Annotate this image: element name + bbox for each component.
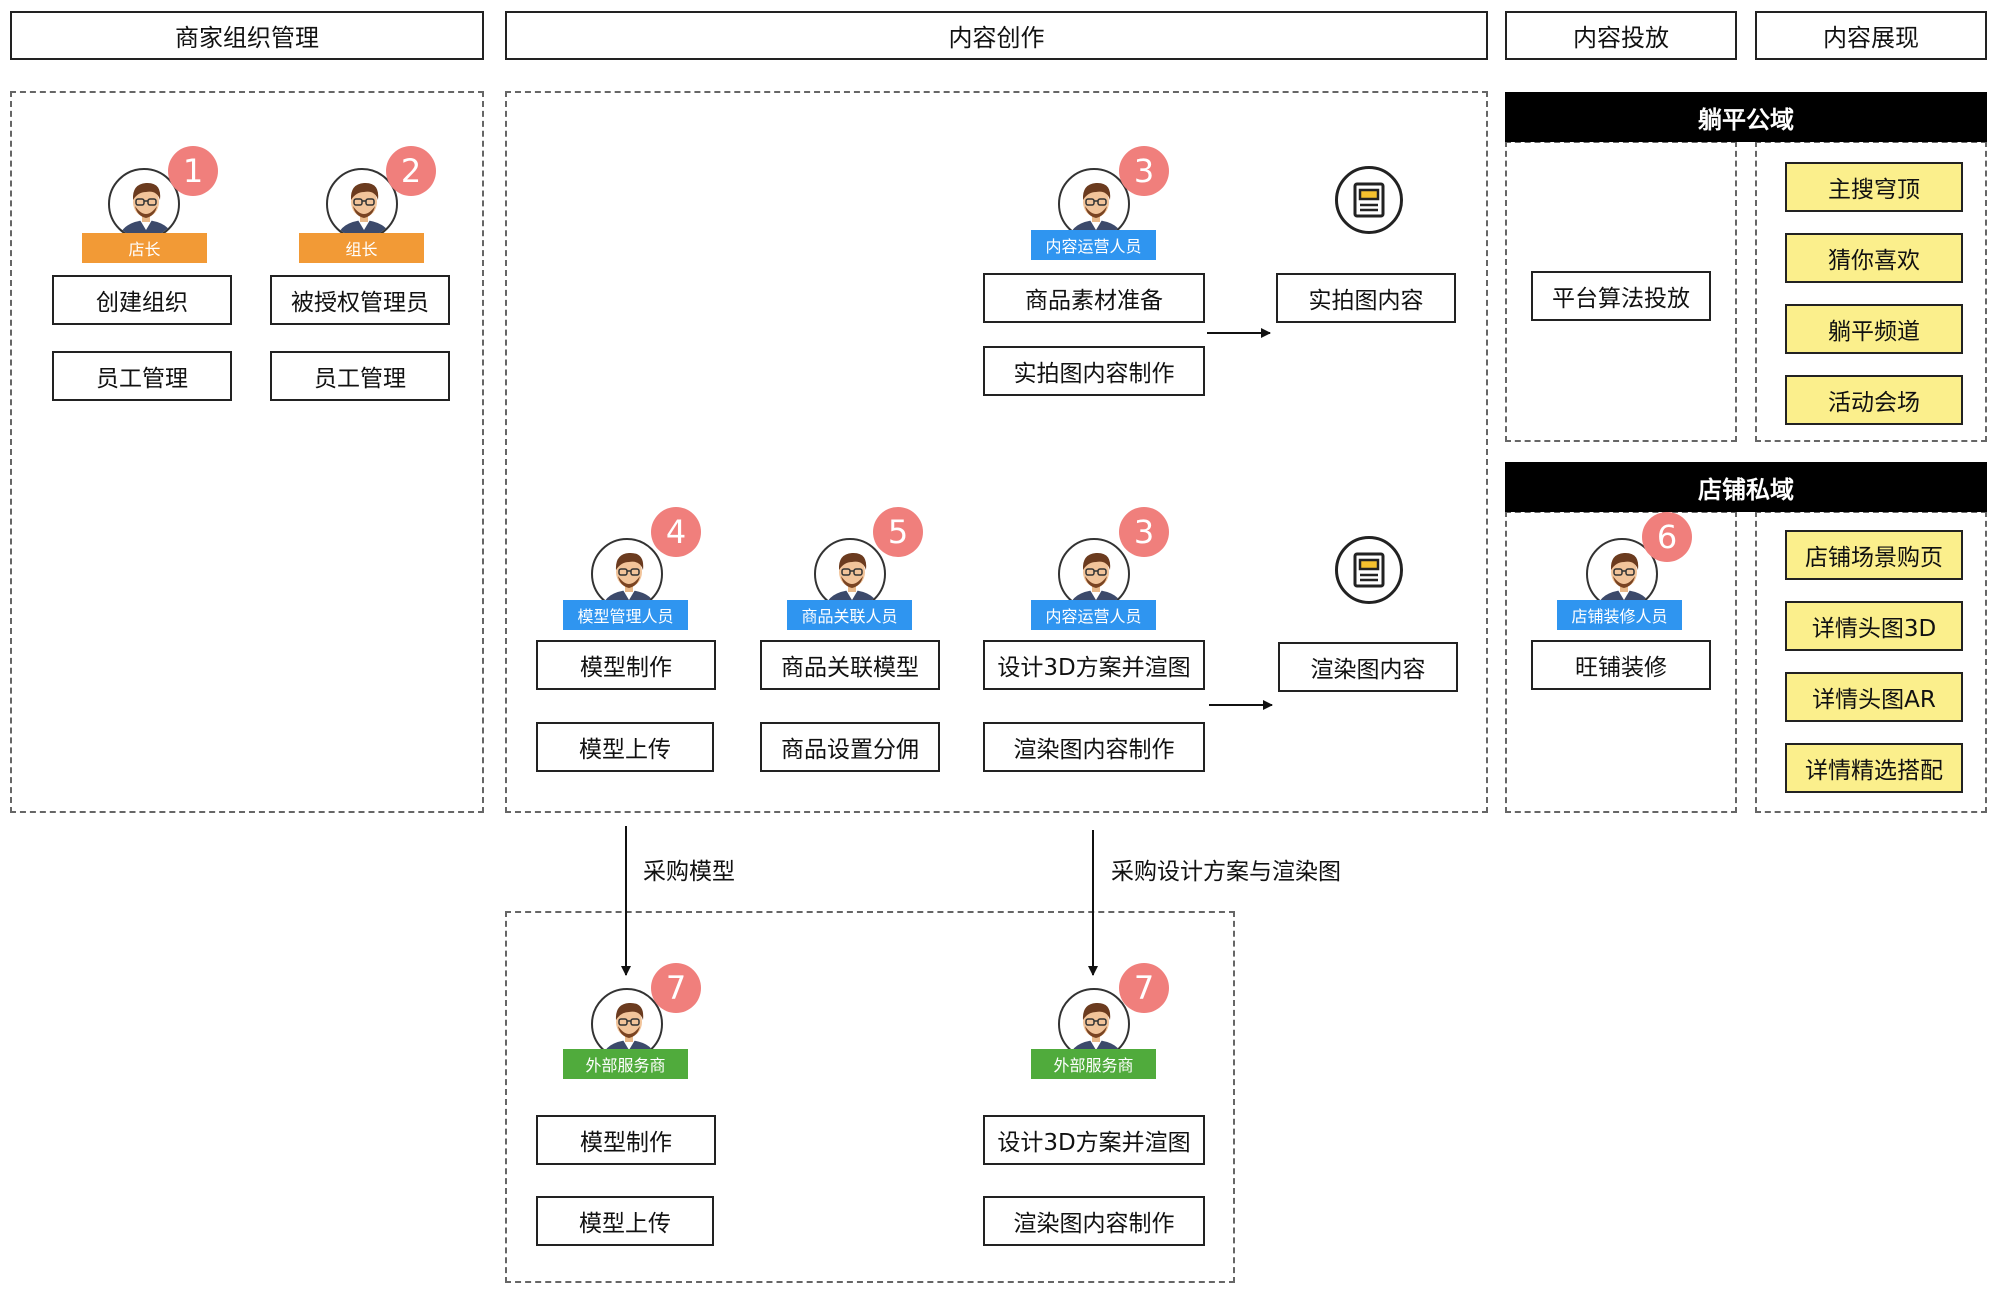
role-tag-content-ops: 内容运营人员 bbox=[1031, 230, 1156, 260]
step-badge: 7 bbox=[651, 963, 701, 1013]
avatar bbox=[591, 988, 663, 1060]
private-display-panel bbox=[1755, 511, 1987, 813]
render-content-production-box: 渲染图内容制作 bbox=[983, 1196, 1205, 1246]
role-tag-external-provider: 外部服务商 bbox=[1031, 1049, 1156, 1079]
display-item-detail-matching: 详情精选搭配 bbox=[1785, 743, 1963, 793]
model-upload-box: 模型上传 bbox=[536, 1196, 714, 1246]
display-item-guess-you-like: 猜你喜欢 bbox=[1785, 233, 1963, 283]
display-item-event-venue: 活动会场 bbox=[1785, 375, 1963, 425]
display-item-main-search: 主搜穹顶 bbox=[1785, 162, 1963, 212]
staff-management-box: 员工管理 bbox=[52, 351, 232, 401]
role-tag-product-linker: 商品关联人员 bbox=[787, 600, 912, 630]
public-domain-title: 躺平公域 bbox=[1505, 92, 1987, 142]
create-org-box: 创建组织 bbox=[52, 275, 232, 325]
header-content-delivery: 内容投放 bbox=[1505, 11, 1737, 60]
step-badge: 2 bbox=[386, 146, 436, 196]
display-item-detail-3d: 详情头图3D bbox=[1785, 601, 1963, 651]
product-commission-box: 商品设置分佣 bbox=[760, 722, 940, 772]
role-tag-content-ops: 内容运营人员 bbox=[1031, 600, 1156, 630]
staff-management-box: 员工管理 bbox=[270, 351, 450, 401]
content-creation-panel bbox=[505, 91, 1488, 813]
material-prep-box: 商品素材准备 bbox=[983, 273, 1205, 323]
step-badge: 3 bbox=[1119, 507, 1169, 557]
photo-content-output-box: 实拍图内容 bbox=[1276, 273, 1456, 323]
display-item-tangping-channel: 躺平频道 bbox=[1785, 304, 1963, 354]
purchase-design-label: 采购设计方案与渲染图 bbox=[1111, 859, 1341, 885]
product-link-model-box: 商品关联模型 bbox=[760, 640, 940, 690]
photo-content-production-box: 实拍图内容制作 bbox=[983, 346, 1205, 396]
role-tag-store-manager: 店长 bbox=[82, 233, 207, 263]
merchant-org-panel bbox=[10, 91, 484, 813]
role-tag-team-leader: 组长 bbox=[299, 233, 424, 263]
role-tag-model-manager: 模型管理人员 bbox=[563, 600, 688, 630]
step-badge: 5 bbox=[873, 507, 923, 557]
model-making-box: 模型制作 bbox=[536, 1115, 716, 1165]
external-provider-panel bbox=[505, 911, 1235, 1283]
step-badge: 1 bbox=[168, 146, 218, 196]
header-content-display: 内容展现 bbox=[1755, 11, 1987, 60]
private-domain-title: 店铺私域 bbox=[1505, 462, 1987, 512]
document-icon bbox=[1335, 166, 1403, 234]
model-upload-box: 模型上传 bbox=[536, 722, 714, 772]
render-content-output-box: 渲染图内容 bbox=[1278, 642, 1458, 692]
document-icon bbox=[1335, 536, 1403, 604]
display-item-detail-ar: 详情头图AR bbox=[1785, 672, 1963, 722]
step-badge: 4 bbox=[651, 507, 701, 557]
render-content-production-box: 渲染图内容制作 bbox=[983, 722, 1205, 772]
step-badge: 3 bbox=[1119, 146, 1169, 196]
model-making-box: 模型制作 bbox=[536, 640, 716, 690]
header-content-creation: 内容创作 bbox=[505, 11, 1488, 60]
avatar bbox=[814, 538, 886, 610]
display-item-shop-scene-page: 店铺场景购页 bbox=[1785, 530, 1963, 580]
header-merchant-org: 商家组织管理 bbox=[10, 11, 484, 60]
role-tag-external-provider: 外部服务商 bbox=[563, 1049, 688, 1079]
step-badge: 6 bbox=[1642, 512, 1692, 562]
public-display-panel bbox=[1755, 141, 1987, 442]
shop-decoration-box: 旺铺装修 bbox=[1531, 640, 1711, 690]
role-tag-shop-decorator: 店铺装修人员 bbox=[1557, 600, 1682, 630]
purchase-model-label: 采购模型 bbox=[643, 859, 735, 885]
authorized-admin-box: 被授权管理员 bbox=[270, 275, 450, 325]
private-delivery-panel bbox=[1505, 511, 1737, 813]
public-delivery-panel bbox=[1505, 141, 1737, 442]
step-badge: 7 bbox=[1119, 963, 1169, 1013]
platform-algorithm-delivery-box: 平台算法投放 bbox=[1531, 271, 1711, 321]
design-3d-render-box: 设计3D方案并渲图 bbox=[983, 1115, 1205, 1165]
design-3d-render-box: 设计3D方案并渲图 bbox=[983, 640, 1205, 690]
